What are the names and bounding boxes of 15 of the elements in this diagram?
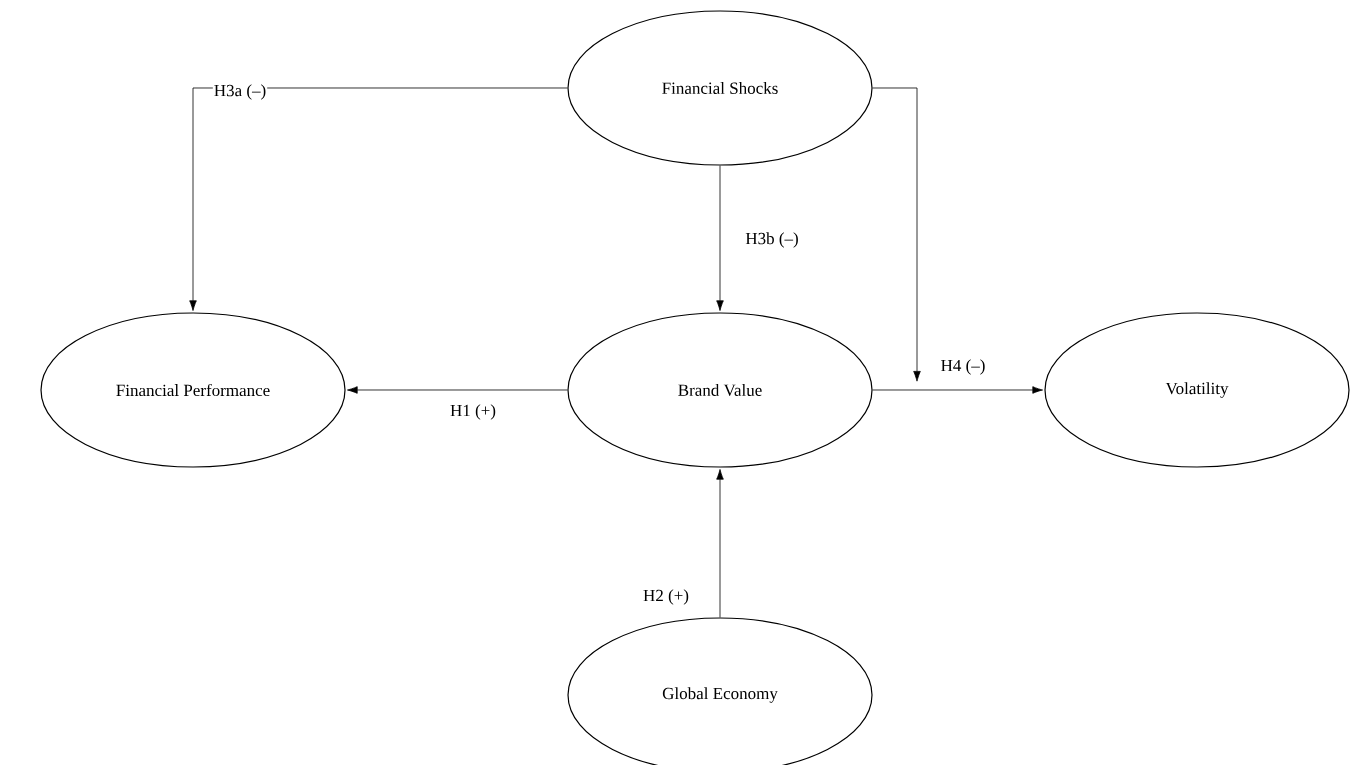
arrow bbox=[872, 386, 1043, 394]
edge-label: H3a (–) bbox=[212, 83, 268, 101]
edge-label: H4 (–) bbox=[939, 358, 987, 376]
arrow bbox=[716, 469, 724, 618]
arrow bbox=[716, 165, 724, 311]
ellipse-node: Financial Shocks bbox=[567, 10, 873, 166]
ellipse-node: Financial Performance bbox=[40, 312, 346, 468]
edge-label: H1 (+) bbox=[449, 403, 497, 421]
edge-label: H3b (–) bbox=[744, 231, 800, 249]
ellipse-node: Brand Value bbox=[567, 312, 873, 468]
arrow bbox=[189, 87, 568, 311]
edge-label: H2 (+) bbox=[642, 588, 690, 606]
ellipse-node: Volatility bbox=[1044, 312, 1350, 468]
arrow bbox=[872, 87, 921, 382]
arrow bbox=[347, 386, 568, 394]
